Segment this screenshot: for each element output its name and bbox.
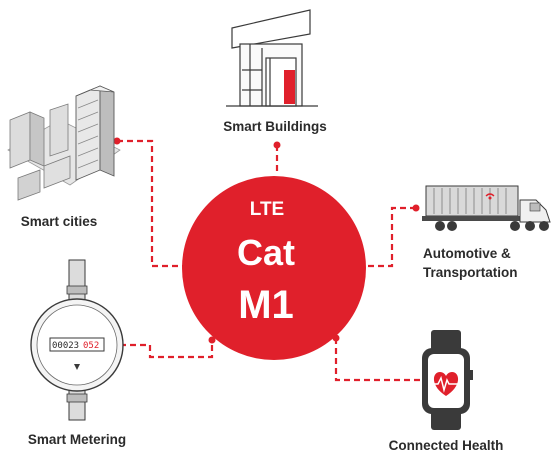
dot-buildings-end <box>273 141 281 149</box>
label-automotive-line1: Automotive & <box>423 246 511 261</box>
connector-automotive <box>362 206 416 268</box>
water-meter-icon: 00023 052 <box>30 259 124 421</box>
label-smart-buildings: Smart Buildings <box>223 119 327 134</box>
hub-line-lte: LTE <box>250 199 284 220</box>
house-icon <box>226 9 318 107</box>
connector-smart-metering <box>110 340 214 359</box>
dot-metering-hub <box>208 336 216 344</box>
dot-auto-end <box>412 204 420 212</box>
smartwatch-heart-icon <box>422 330 473 430</box>
label-automotive-line2: Transportation <box>423 265 518 280</box>
hub-circle: LTE Cat M1 <box>182 176 366 360</box>
connector-connected-health <box>334 338 422 382</box>
hub-line-m1: M1 <box>238 283 294 327</box>
label-smart-cities: Smart cities <box>21 214 98 229</box>
dot-cities-end <box>113 137 121 145</box>
meter-reading-red: 052 <box>83 341 99 351</box>
connector-lines <box>110 139 422 382</box>
city-buildings-icon <box>7 85 121 201</box>
connector-smart-cities <box>117 139 186 268</box>
label-connected-health: Connected Health <box>389 438 504 453</box>
hub-background <box>182 176 366 360</box>
label-smart-metering: Smart Metering <box>28 432 126 447</box>
semi-truck-icon <box>422 185 551 231</box>
meter-reading-black: 00023 <box>52 341 79 351</box>
hub-line-cat: Cat <box>237 232 295 273</box>
